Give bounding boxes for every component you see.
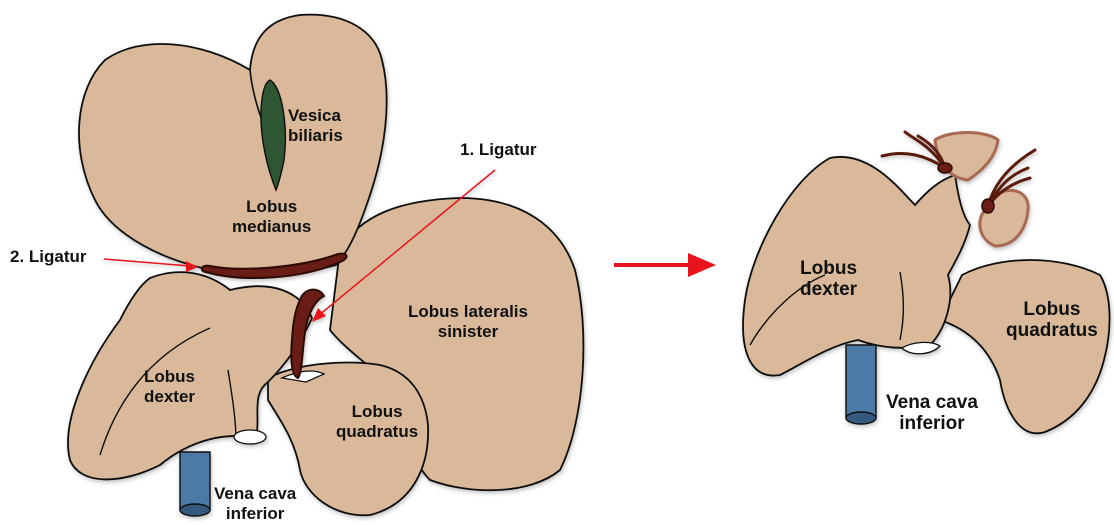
knot-upper <box>938 163 952 173</box>
transition-arrow <box>614 253 716 277</box>
vena-cava-right <box>846 345 876 424</box>
liver-after <box>743 132 1110 433</box>
label-ligatur-2: 2. Ligatur <box>10 247 87 267</box>
label-ligatur-1: 1. Ligatur <box>460 140 537 160</box>
knot-lower <box>982 199 994 213</box>
notch-left <box>234 430 266 444</box>
vena-cava-left <box>180 452 210 516</box>
liver-before <box>68 15 583 516</box>
ligatur-1-pointer-head <box>312 308 326 322</box>
